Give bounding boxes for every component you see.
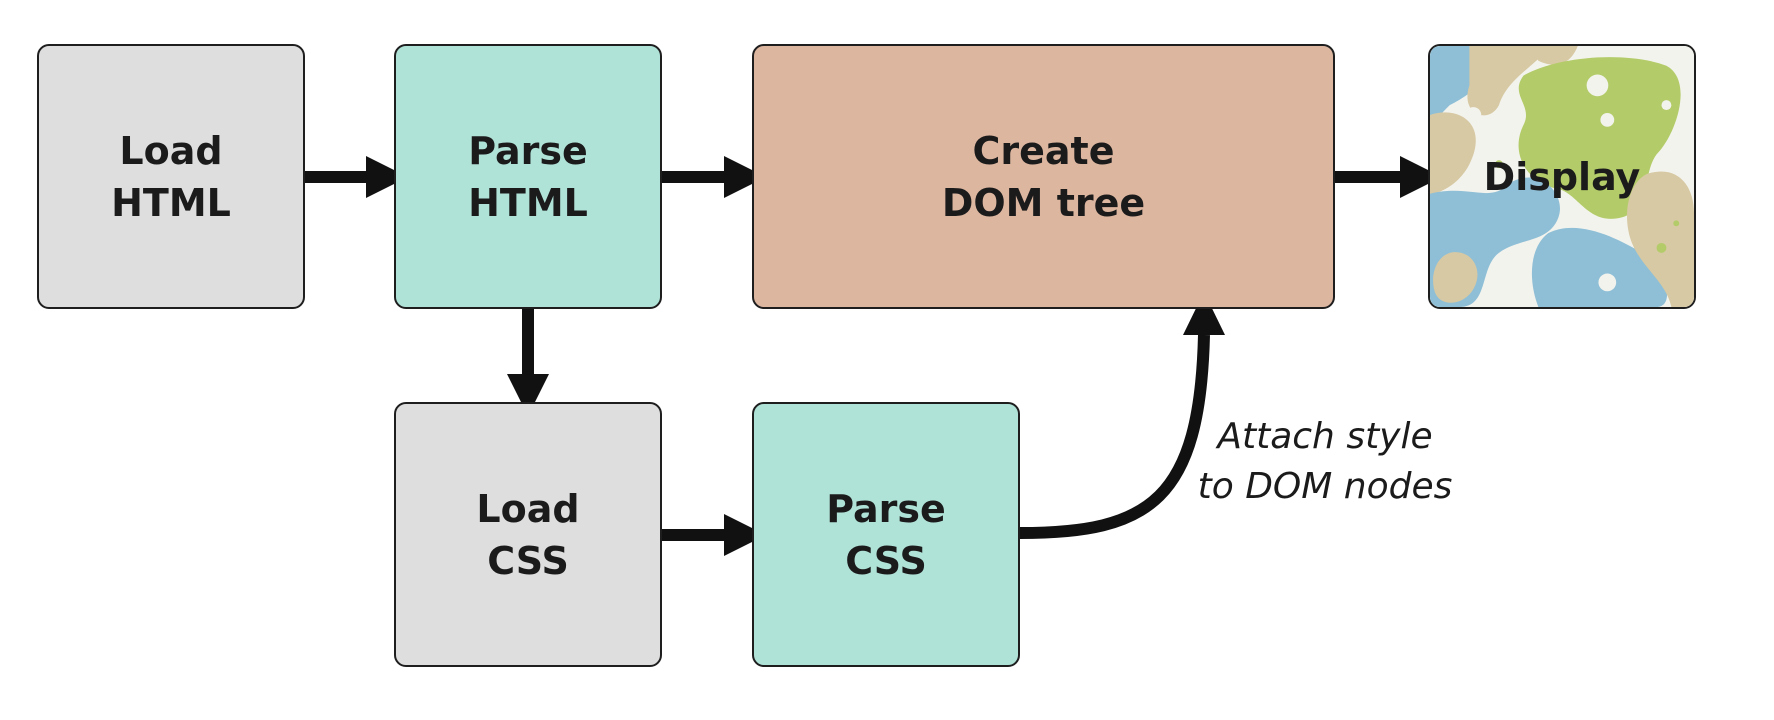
load-css-label-line-1: Load [476,486,580,531]
parse-css-label-line-2: CSS [845,538,927,583]
load-html-box: Load HTML [37,44,305,309]
parse-html-label-line-2: HTML [468,180,588,225]
load-html-label-line-1: Load [119,128,223,173]
abstract-blob-pattern-icon [1430,46,1694,307]
attach-style-annotation: Attach style to DOM nodes [1175,412,1475,512]
annotation-line-2: to DOM nodes [1197,466,1453,507]
parse-css-box: Parse CSS [752,402,1020,667]
create-dom-tree-box: Create DOM tree [752,44,1335,309]
load-css-box: Load CSS [394,402,662,667]
load-css-label-line-2: CSS [487,538,569,583]
load-html-label-line-2: HTML [111,180,231,225]
create-dom-label-line-1: Create [972,128,1115,173]
display-box: Display [1428,44,1696,309]
display-label: Display [1483,154,1641,199]
parse-html-box: Parse HTML [394,44,662,309]
parse-css-label-line-1: Parse [826,486,946,531]
annotation-line-1: Attach style [1217,416,1433,457]
create-dom-label-line-2: DOM tree [941,180,1146,225]
parse-html-label-line-1: Parse [468,128,588,173]
